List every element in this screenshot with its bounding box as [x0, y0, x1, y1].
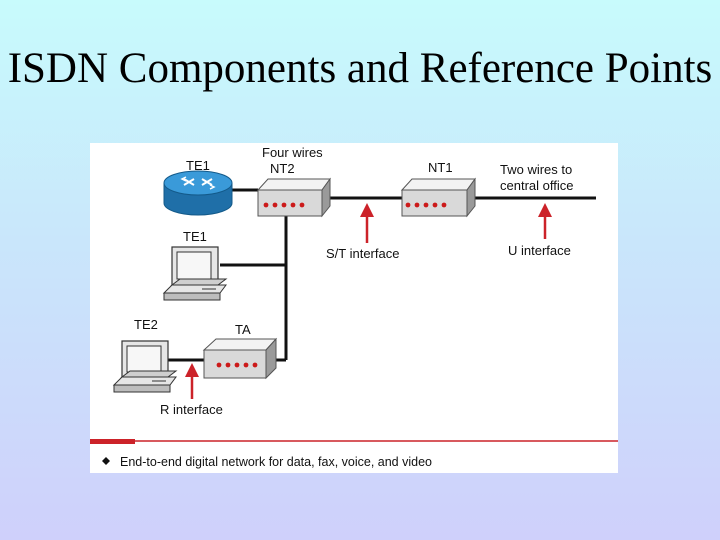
footer-caption: End-to-end digital network for data, fax… [120, 455, 432, 469]
isdn-diagram-panel: TE1 Four wires NT2 NT1 Two wires to cent… [90, 143, 618, 473]
label-nt1: NT1 [428, 160, 453, 175]
ta-device [202, 337, 278, 380]
te1-computer-icon [162, 246, 228, 301]
st-interface-arrow [360, 203, 374, 243]
footer-bullet-icon [102, 457, 110, 465]
label-r-interface: R interface [160, 402, 223, 417]
nt1-device [400, 177, 476, 218]
network-lines [168, 188, 596, 362]
nt2-device [256, 177, 331, 218]
u-interface-arrow [538, 203, 552, 239]
label-two-wires-line2: central office [500, 178, 573, 193]
label-te1-computer: TE1 [183, 229, 207, 244]
label-four-wires: Four wires [262, 145, 323, 160]
isdn-diagram: TE1 Four wires NT2 NT1 Two wires to cent… [90, 145, 618, 469]
te2-computer-icon [112, 340, 178, 393]
r-interface-arrow [185, 363, 199, 399]
label-te1-router: TE1 [186, 158, 210, 173]
label-u-interface: U interface [508, 243, 571, 258]
label-ta: TA [235, 322, 251, 337]
label-two-wires-line1: Two wires to [500, 162, 572, 177]
router-icon [163, 170, 233, 216]
label-nt2: NT2 [270, 161, 295, 176]
label-st-interface: S/T interface [326, 246, 399, 261]
label-te2: TE2 [134, 317, 158, 332]
slide-title: ISDN Components and Reference Points [7, 45, 713, 92]
footer-divider [90, 439, 618, 444]
